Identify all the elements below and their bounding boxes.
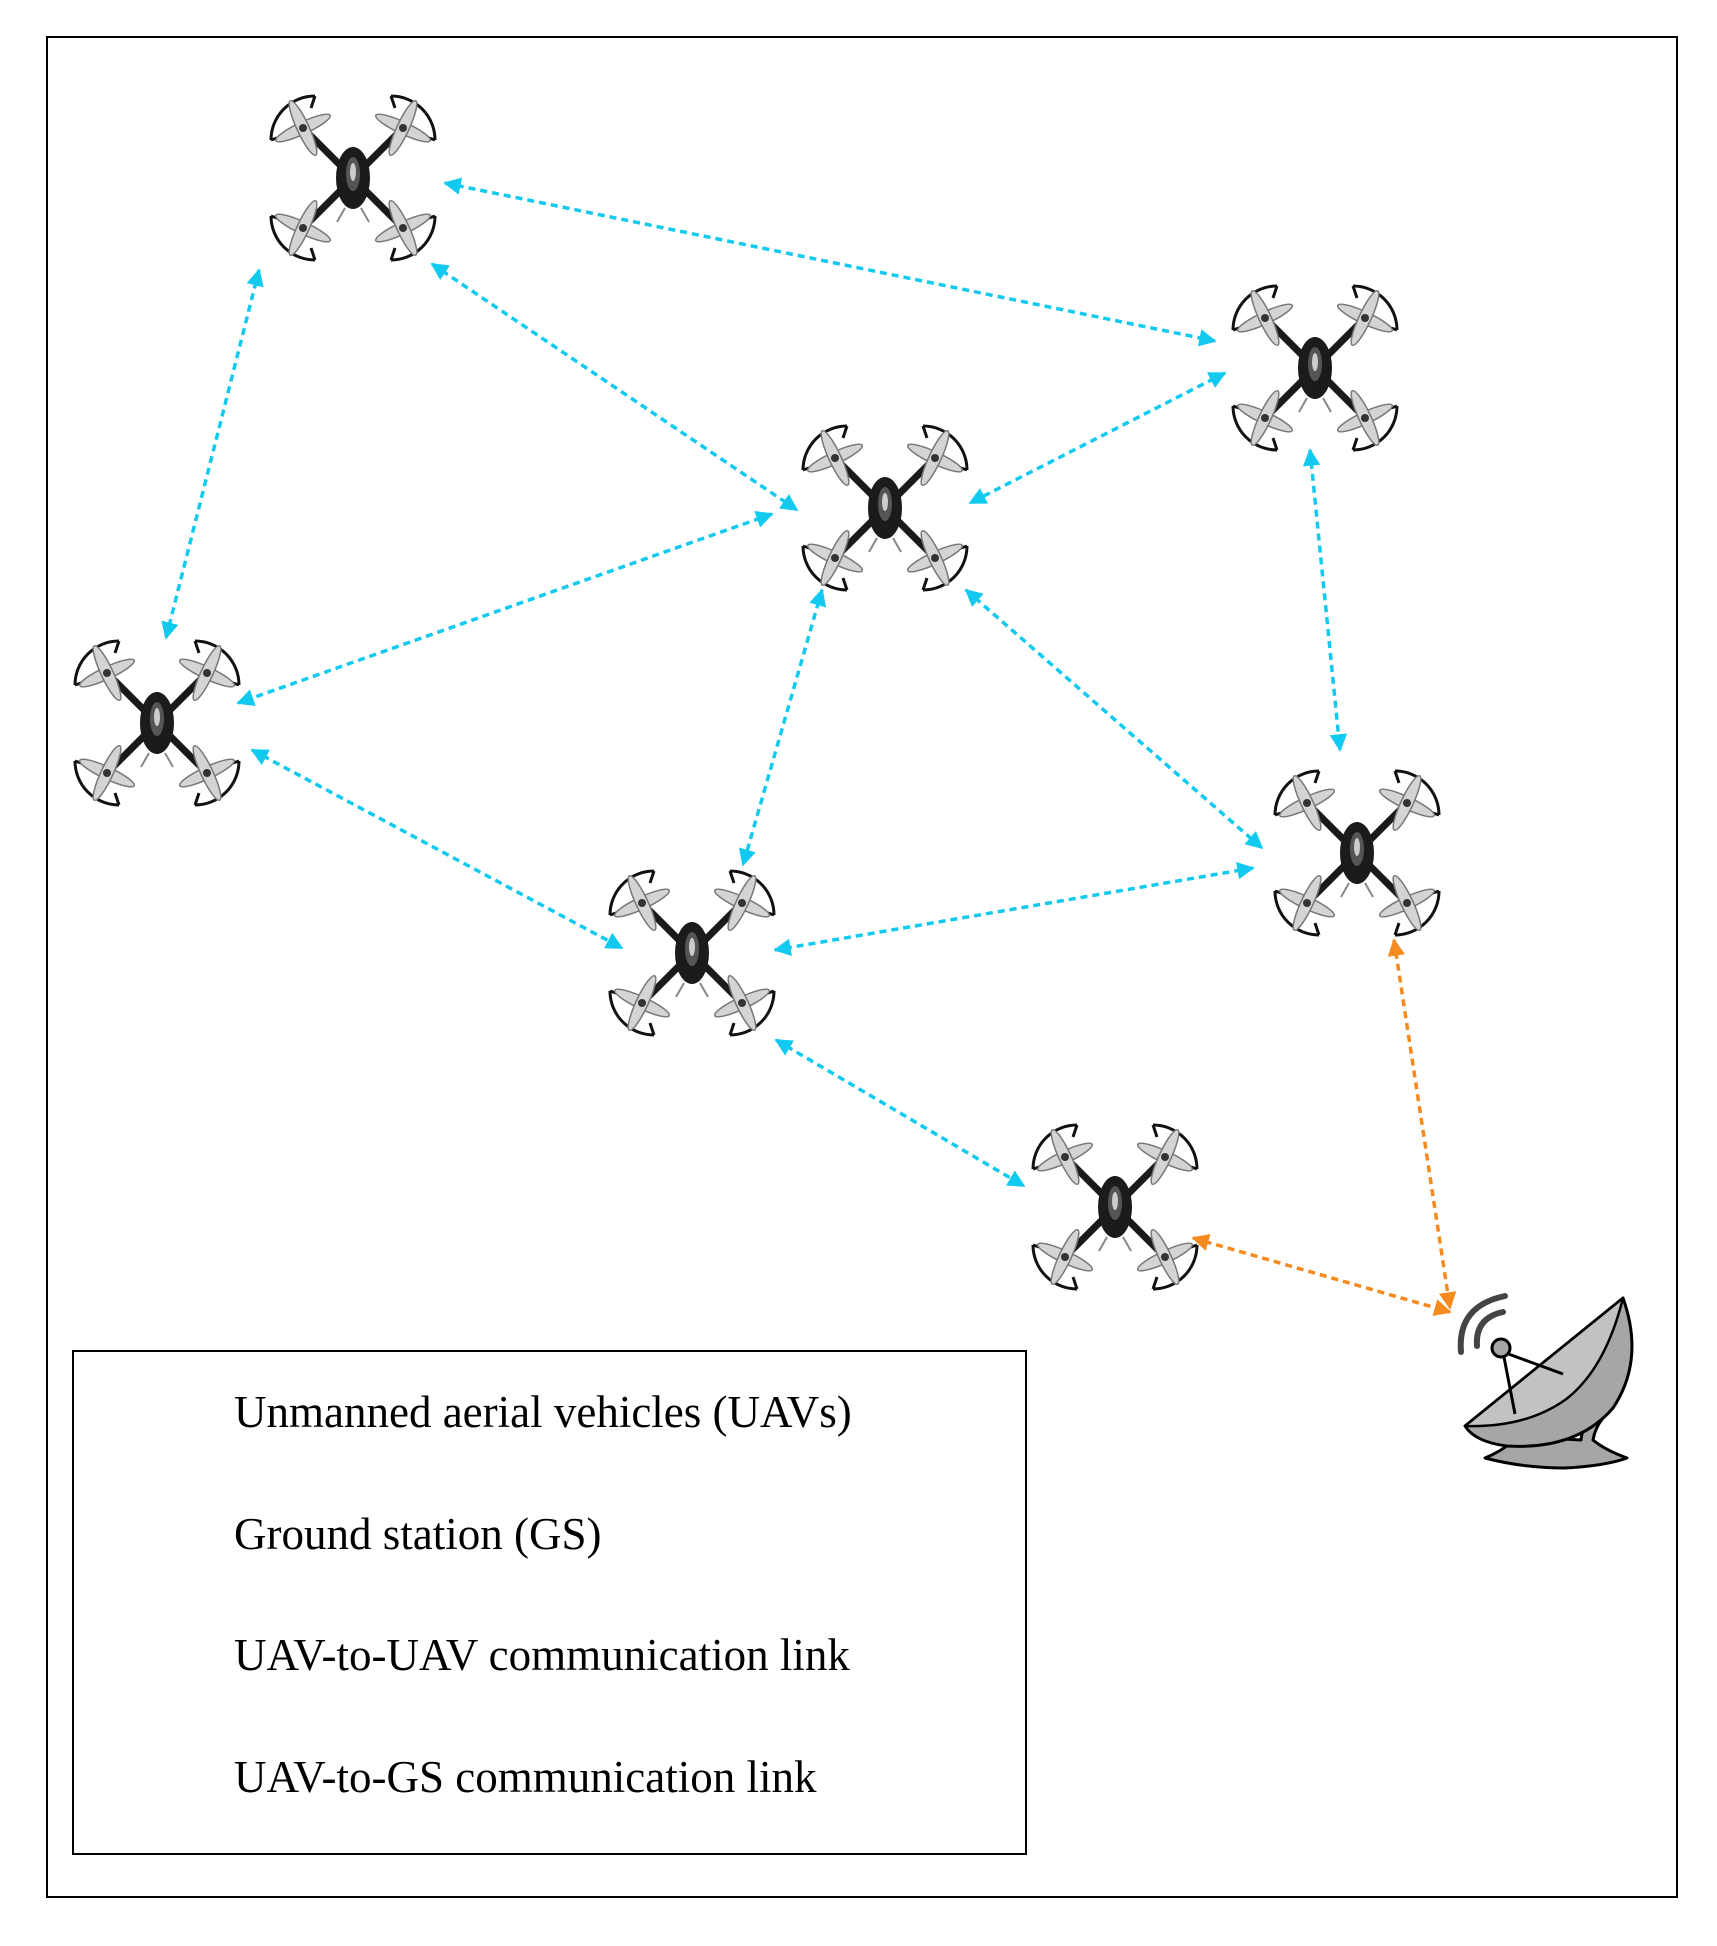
legend-label-gs-link: UAV-to-GS communication link <box>234 1752 817 1802</box>
legend-label-uavs: Unmanned aerial vehicles (UAVs) <box>234 1387 852 1437</box>
link-uav4-uav6 <box>250 748 624 950</box>
link-uav7-gs <box>1191 1233 1452 1317</box>
link-uav3-uav5 <box>1302 448 1348 752</box>
link-uav1-uav4 <box>161 268 264 640</box>
uav-uav-links <box>161 177 1348 1188</box>
link-uav1-uav3 <box>443 177 1217 347</box>
figure-frame <box>46 36 1678 1898</box>
uav-3-icon <box>1233 286 1397 450</box>
uav-1-icon <box>271 96 435 260</box>
link-uav3-uav2 <box>968 371 1227 505</box>
legend-item-uavs: Unmanned aerial vehicles (UAVs) <box>74 1357 1025 1467</box>
legend-item-gs-link: UAV-to-GS communication link <box>74 1722 1025 1832</box>
uav-2-icon <box>803 426 967 590</box>
uav-4-icon <box>75 641 239 805</box>
uav-7-icon <box>1033 1125 1197 1289</box>
link-uav5-uav6 <box>773 862 1255 956</box>
link-uav2-uav6 <box>738 588 827 867</box>
legend-item-ground-station: Ground station (GS) <box>74 1479 1025 1589</box>
ground-station-icon <box>1461 1296 1634 1468</box>
uav-6-icon <box>610 871 774 1035</box>
legend-item-uav-link: UAV-to-UAV communication link <box>74 1600 1025 1710</box>
link-uav2-uav4 <box>236 511 774 706</box>
link-uav1-uav2 <box>430 262 799 512</box>
link-uav6-uav7 <box>774 1038 1026 1188</box>
link-uav5-gs <box>1387 938 1457 1310</box>
legend-label-ground-station: Ground station (GS) <box>234 1509 602 1559</box>
legend: Unmanned aerial vehicles (UAVs) Ground s… <box>72 1350 1027 1855</box>
uav-5-icon <box>1275 771 1439 935</box>
uav-gs-links <box>1191 938 1457 1317</box>
link-uav2-uav5 <box>964 588 1264 850</box>
legend-label-uav-link: UAV-to-UAV communication link <box>234 1630 850 1680</box>
